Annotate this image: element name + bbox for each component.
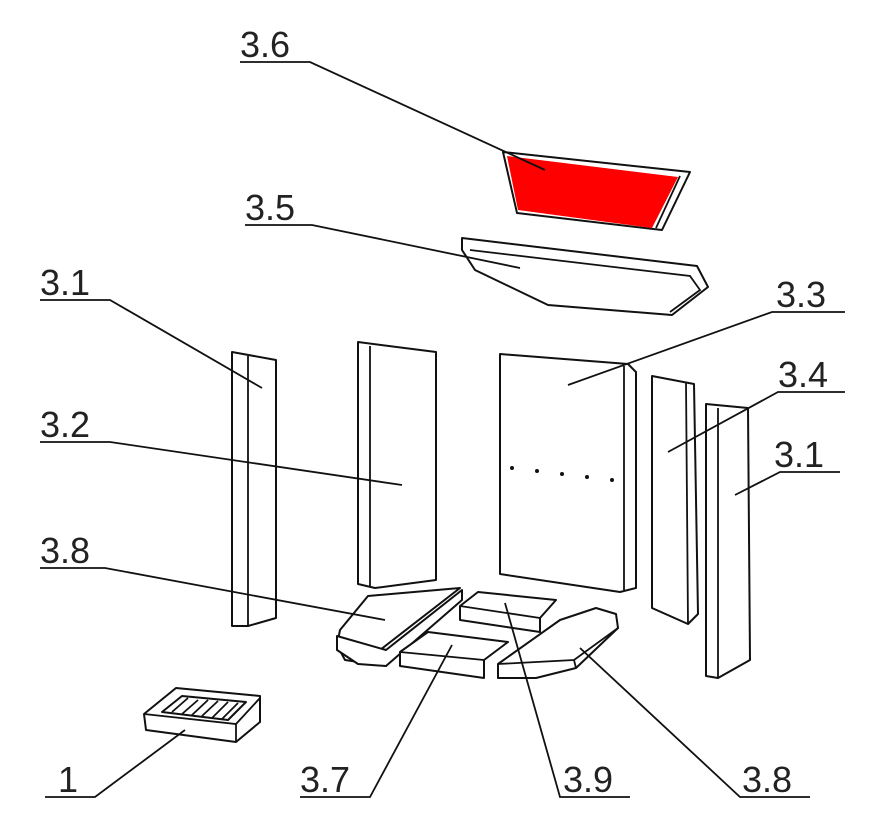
label-3-2: 3.2 bbox=[40, 404, 90, 445]
label-3-1-right: 3.1 bbox=[774, 434, 824, 475]
part-3-8-left-shape[interactable] bbox=[336, 587, 463, 667]
label-3-9: 3.9 bbox=[563, 759, 613, 800]
part-3-7-shape[interactable] bbox=[399, 631, 509, 679]
dotted-line bbox=[510, 466, 614, 482]
leader-lines bbox=[40, 61, 845, 798]
part-3-2-shape[interactable] bbox=[357, 341, 437, 589]
label-3-4: 3.4 bbox=[778, 354, 828, 395]
part-1-shape[interactable] bbox=[143, 687, 261, 743]
part-3-1-right-shape[interactable] bbox=[705, 403, 751, 679]
part-3-5-shape[interactable] bbox=[461, 237, 709, 316]
label-1: 1 bbox=[58, 759, 78, 800]
label-3-6: 3.6 bbox=[240, 24, 290, 65]
part-3-6-shape[interactable] bbox=[502, 151, 691, 231]
label-3-8-left: 3.8 bbox=[40, 530, 90, 571]
label-3-7: 3.7 bbox=[300, 759, 350, 800]
label-3-1-left: 3.1 bbox=[40, 262, 90, 303]
label-3-5: 3.5 bbox=[245, 187, 295, 228]
part-3-3-shape[interactable] bbox=[499, 353, 637, 593]
part-3-1-left-shape[interactable] bbox=[231, 351, 277, 627]
part-3-4-shape[interactable] bbox=[651, 375, 699, 625]
grate-bars bbox=[171, 697, 239, 720]
label-3-8-right: 3.8 bbox=[742, 759, 792, 800]
part-3-8-right-shape[interactable] bbox=[497, 607, 619, 679]
label-3-3: 3.3 bbox=[776, 274, 826, 315]
